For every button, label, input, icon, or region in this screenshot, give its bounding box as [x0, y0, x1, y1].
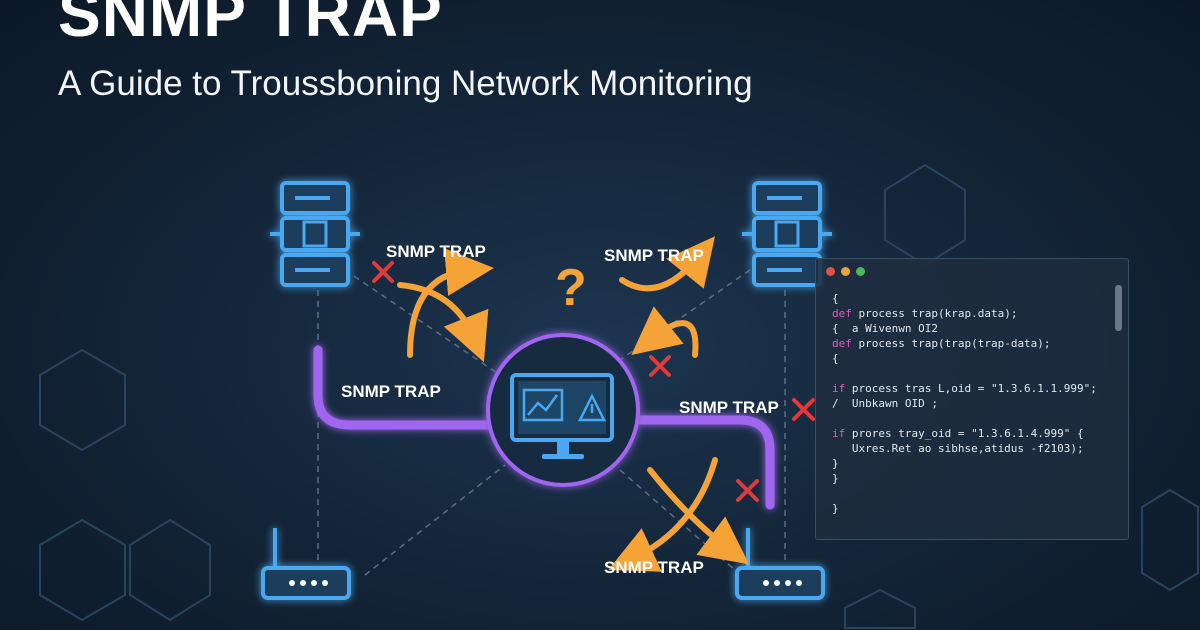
code-line: / Unbkawn OID ;	[832, 396, 1097, 411]
maximize-dot-icon[interactable]	[856, 267, 865, 276]
question-mark-icon: ?	[555, 259, 587, 317]
code-content: Uxres.Ret ao sibhse,atidus -f2103);	[832, 442, 1084, 455]
code-panel: {def process trap(krap.data);{ a Wivenwn…	[815, 258, 1129, 540]
code-line: def process trap(trap(trap-data);	[832, 336, 1097, 351]
code-content: process trap(krap.data);	[851, 307, 1018, 320]
minimize-dot-icon[interactable]	[841, 267, 850, 276]
code-line: def process trap(krap.data);	[832, 306, 1097, 321]
close-dot-icon[interactable]	[826, 267, 835, 276]
trap-arrows	[397, 236, 750, 572]
code-line	[832, 486, 1097, 501]
code-keyword: def	[832, 307, 852, 320]
trap-label: SNMP TRAP	[679, 398, 779, 417]
trap-label: SNMP TRAP	[604, 558, 704, 577]
server-left[interactable]	[270, 181, 360, 287]
code-line: }	[832, 471, 1097, 486]
page-subtitle: A Guide to Troussboning Network Monitori…	[58, 64, 753, 103]
code-content: }	[832, 472, 839, 485]
code-text: {def process trap(krap.data);{ a Wivenwn…	[832, 291, 1097, 516]
code-keyword: def	[832, 337, 852, 350]
code-keyword: if	[832, 382, 846, 395]
code-content: prores tray_oid = "1.3.6.1.4.999" {	[845, 427, 1084, 440]
trap-label: SNMP TRAP	[386, 242, 486, 261]
code-content: / Unbkawn OID ;	[832, 397, 938, 410]
code-content: process trap(trap(trap-data);	[851, 337, 1051, 350]
scrollbar[interactable]	[1115, 285, 1122, 331]
error-x-icons	[372, 261, 815, 502]
router-left[interactable]	[261, 528, 351, 600]
code-keyword: if	[832, 427, 846, 440]
trap-label: SNMP TRAP	[604, 246, 704, 265]
code-content: }	[832, 457, 839, 470]
code-line: }	[832, 456, 1097, 471]
hexagon-decor	[39, 163, 1199, 629]
chart-icon	[522, 388, 564, 422]
window-controls	[826, 267, 865, 276]
code-line: }	[832, 501, 1097, 516]
code-content: }	[832, 502, 839, 515]
network-link	[313, 345, 775, 510]
code-line: if process tras L,oid = "1.3.6.1.1.999";	[832, 381, 1097, 396]
code-line: if prores tray_oid = "1.3.6.1.4.999" {	[832, 426, 1097, 441]
code-content: {	[832, 292, 839, 305]
code-line: { a Wivenwn OI2	[832, 321, 1097, 336]
code-line: Uxres.Ret ao sibhse,atidus -f2103);	[832, 441, 1097, 456]
code-content: {	[832, 352, 839, 365]
router-right[interactable]	[735, 528, 825, 600]
code-content: { a Wivenwn OI2	[832, 322, 938, 335]
code-line	[832, 366, 1097, 381]
page-title: SNMP TRAP	[58, 0, 443, 50]
trap-label: SNMP TRAP	[341, 382, 441, 401]
monitoring-station[interactable]	[486, 333, 640, 487]
code-line: {	[832, 291, 1097, 306]
code-line: {	[832, 351, 1097, 366]
code-content: process tras L,oid = "1.3.6.1.1.999";	[845, 382, 1097, 395]
code-line	[832, 411, 1097, 426]
warning-icon	[577, 393, 607, 422]
